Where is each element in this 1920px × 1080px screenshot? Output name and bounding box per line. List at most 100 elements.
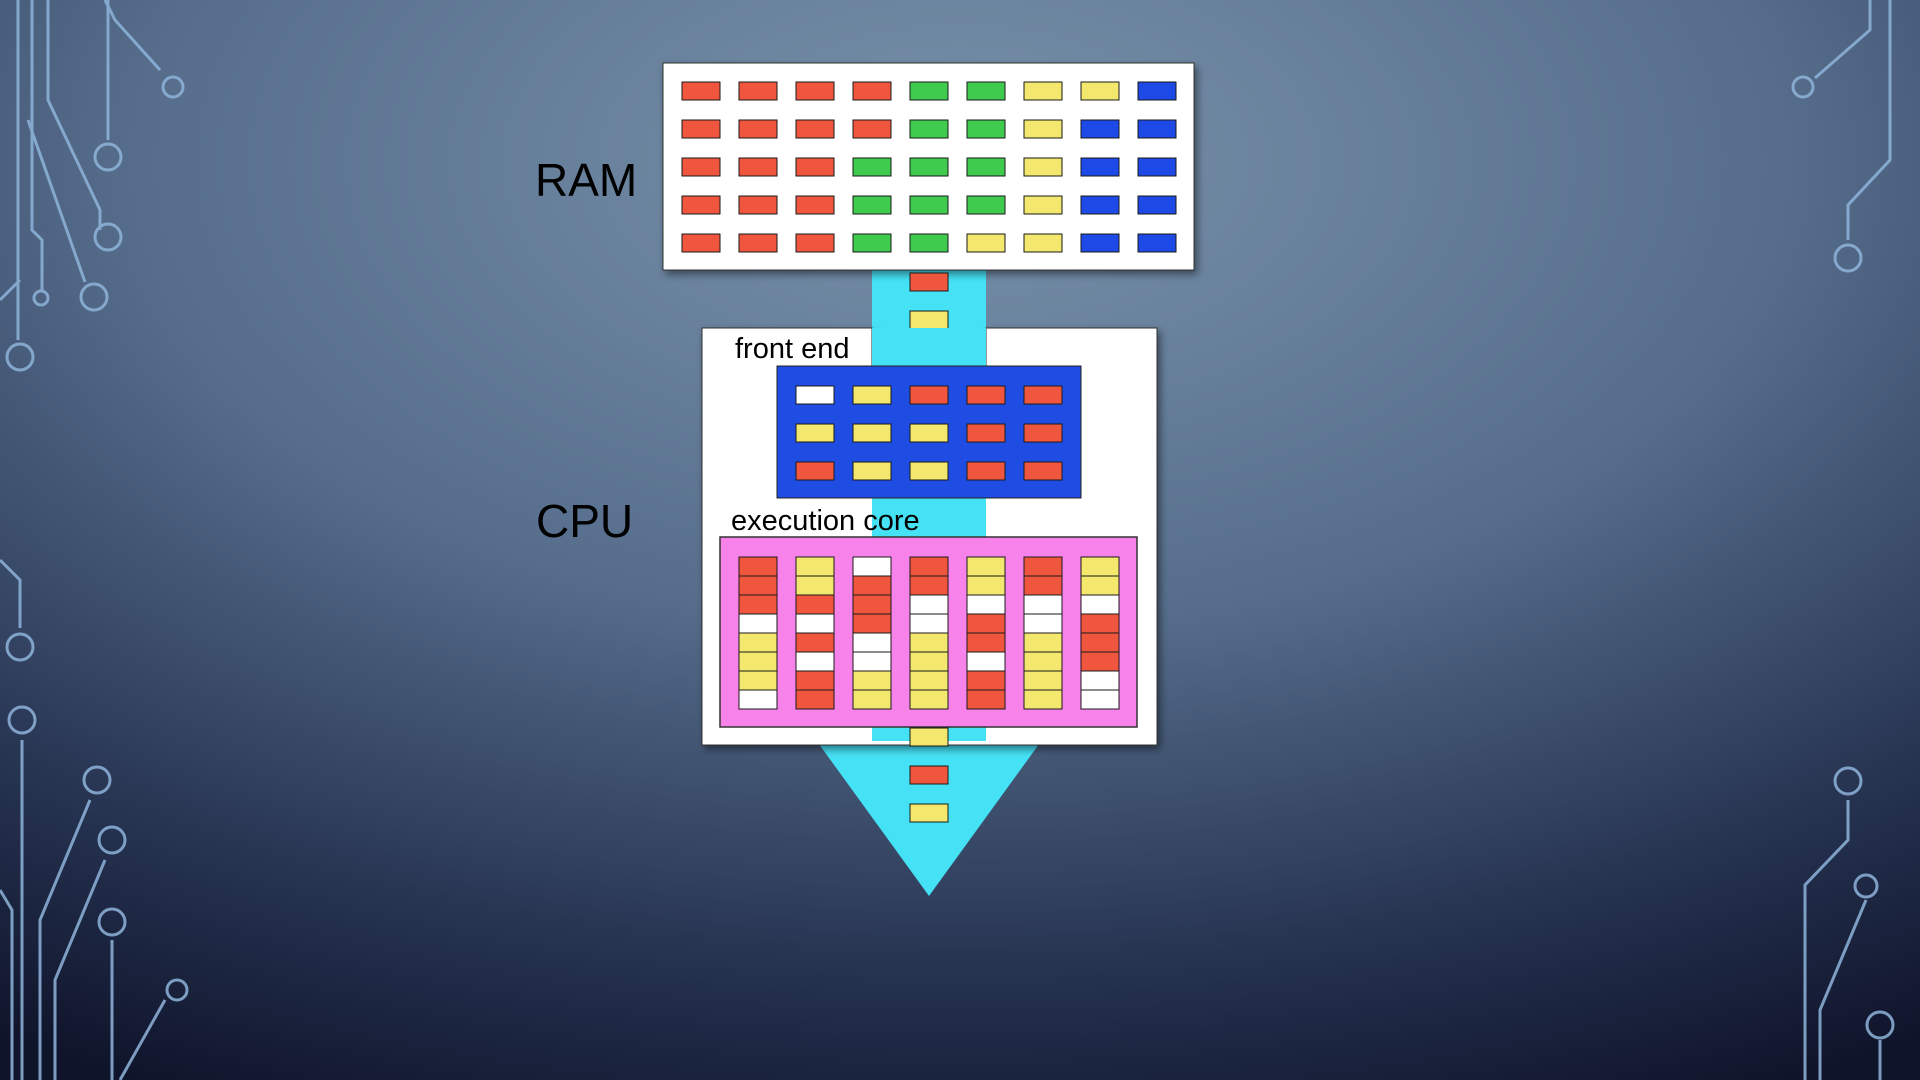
front-end-cell [966,423,1006,443]
outgoing-instruction-stream [909,727,949,823]
front-end-cell [909,423,949,443]
ram-cell [738,157,778,177]
execution-core-cell [1080,632,1120,653]
execution-core-label: execution core [731,505,920,537]
execution-core-cell [795,670,835,691]
execution-core-cell [966,556,1006,577]
execution-core-cell [966,689,1006,710]
execution-core-cell [909,556,949,577]
execution-core-cell [795,556,835,577]
ram-cell [1023,233,1063,253]
execution-core-cell [1080,575,1120,596]
ram-cell [852,119,892,139]
ram-cell [966,195,1006,215]
execution-core-cell [1023,556,1063,577]
execution-core-cell [738,613,778,634]
execution-core-cell [795,651,835,672]
execution-core-cell [966,651,1006,672]
execution-core-cell [738,594,778,615]
execution-core-cell [852,689,892,710]
front-end-cell [1023,385,1063,405]
execution-core-cell [852,613,892,634]
ram-cell [681,233,721,253]
ram-cell [909,157,949,177]
execution-core-cell [909,689,949,710]
front-end-cell [966,461,1006,481]
execution-core-cell [738,632,778,653]
execution-core-cell [1023,575,1063,596]
front-end-cell [795,423,835,443]
execution-core-cell [1080,613,1120,634]
ram-cell [738,81,778,101]
ram-cell [1137,233,1177,253]
stream-in-cell [909,310,949,330]
execution-core-cell [852,651,892,672]
ram-cell [1023,195,1063,215]
execution-core-cell [852,632,892,653]
execution-core-cell [1023,594,1063,615]
ram-cell [852,195,892,215]
front-end-cell [909,461,949,481]
ram-cell [909,81,949,101]
execution-core-cell [738,689,778,710]
execution-core-cell [966,670,1006,691]
execution-core-cell [795,632,835,653]
ram-cell [852,81,892,101]
execution-core-cell [852,575,892,596]
execution-core-cell [966,594,1006,615]
ram-cell [909,233,949,253]
front-end-cell [795,461,835,481]
ram-cell [966,157,1006,177]
front-end-cell [966,385,1006,405]
cpu-label: CPU [536,495,633,547]
execution-core-cell [909,613,949,634]
execution-core-cell [909,632,949,653]
ram-cell [1080,81,1120,101]
ram-cell [795,195,835,215]
cpu-panel-channel-cover-2 [872,495,986,537]
front-end-cell [852,423,892,443]
stream-out-cell [909,765,949,785]
ram-cell [681,119,721,139]
front-end-cell [852,385,892,405]
stream-out-cell [909,803,949,823]
execution-core-cell [738,556,778,577]
circuit-decoration-bottom-right [1803,766,1895,1080]
execution-core-cell [1023,670,1063,691]
ram-label: RAM [535,154,637,206]
ram-cell [1023,119,1063,139]
front-end-cells [795,385,1063,481]
execution-core-cell [1080,556,1120,577]
execution-core-cell [795,594,835,615]
ram-cell [1080,119,1120,139]
execution-core-cell [795,613,835,634]
execution-core-cell [909,670,949,691]
ram-cell [795,233,835,253]
execution-core-cell [852,670,892,691]
execution-core-cell [738,575,778,596]
execution-core-cell [1023,632,1063,653]
ram-cell [966,233,1006,253]
execution-core-cell [738,670,778,691]
ram-cell [1080,195,1120,215]
execution-core-cell [795,689,835,710]
ram-cell [1080,233,1120,253]
execution-core-cell [852,594,892,615]
front-end-cell [1023,423,1063,443]
execution-core-cell [795,575,835,596]
ram-cell [1137,119,1177,139]
stream-out-cell [909,727,949,747]
ram-cell [909,195,949,215]
execution-core-cell [909,651,949,672]
circuit-decoration-top-right [1791,0,1892,273]
ram-cell [1137,195,1177,215]
execution-core-cell [909,575,949,596]
execution-core-cell [966,613,1006,634]
execution-core-cell [1080,670,1120,691]
ram-cell [1023,157,1063,177]
ram-cell [681,81,721,101]
ram-cell [681,157,721,177]
ram-cell [1023,81,1063,101]
execution-core-cell [1023,689,1063,710]
ram-cell [681,195,721,215]
